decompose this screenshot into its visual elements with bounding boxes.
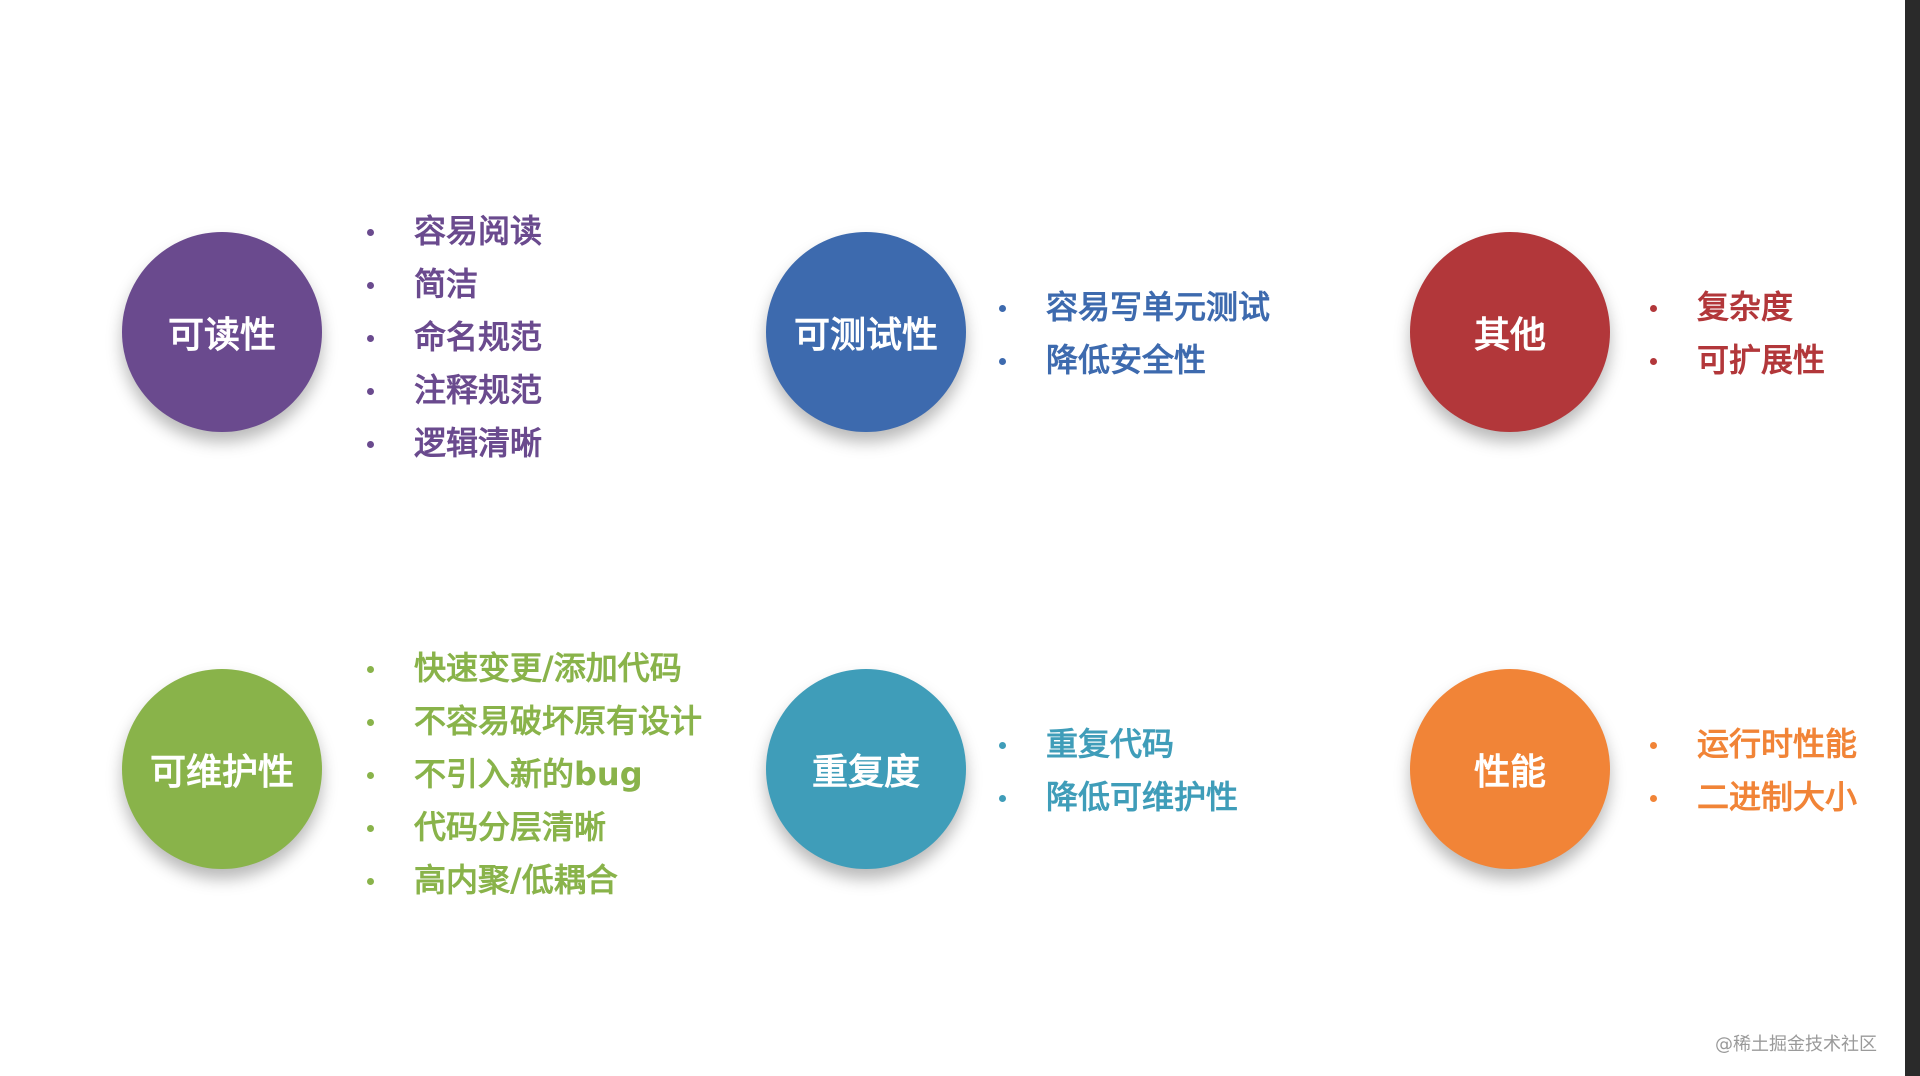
list-item: 命名规范: [367, 311, 542, 364]
other-circle: 其他: [1410, 232, 1610, 432]
testability-circle: 可测试性: [766, 232, 966, 432]
group-duplication: 重复度 重复代码 降低可维护性: [766, 669, 1366, 929]
list-item: 代码分层清晰: [367, 801, 702, 854]
list-item: 可扩展性: [1650, 334, 1825, 387]
maintainability-title: 可维护性: [149, 752, 294, 793]
list-item: 复杂度: [1650, 281, 1825, 334]
duplication-circle: 重复度: [766, 669, 966, 869]
list-item: 运行时性能: [1650, 718, 1857, 771]
list-item: 容易写单元测试: [999, 281, 1270, 334]
group-readability: 可读性 容易阅读 简洁 命名规范 注释规范 逻辑清晰: [122, 212, 722, 492]
performance-list: 运行时性能 二进制大小: [1650, 718, 1857, 824]
group-performance: 性能 运行时性能 二进制大小: [1410, 669, 1920, 929]
readability-circle: 可读性: [122, 232, 322, 432]
list-item: 降低可维护性: [999, 771, 1238, 824]
right-edge-bar: [1905, 0, 1920, 1076]
list-item: 降低安全性: [999, 334, 1270, 387]
group-testability: 可测试性 容易写单元测试 降低安全性: [766, 232, 1366, 492]
other-list: 复杂度 可扩展性: [1650, 281, 1825, 387]
testability-list: 容易写单元测试 降低安全性: [999, 281, 1270, 387]
list-item: 快速变更/添加代码: [367, 642, 702, 695]
group-other: 其他 复杂度 可扩展性: [1410, 232, 1920, 492]
list-item: 简洁: [367, 258, 542, 311]
list-item: 不引入新的bug: [367, 748, 702, 801]
maintainability-circle: 可维护性: [122, 669, 322, 869]
performance-title: 性能: [1473, 752, 1546, 793]
readability-title: 可读性: [167, 315, 276, 356]
testability-title: 可测试性: [793, 315, 938, 356]
duplication-title: 重复度: [811, 752, 920, 793]
watermark: @稀土掘金技术社区: [1715, 1034, 1877, 1055]
readability-list: 容易阅读 简洁 命名规范 注释规范 逻辑清晰: [367, 205, 542, 470]
list-item: 容易阅读: [367, 205, 542, 258]
duplication-list: 重复代码 降低可维护性: [999, 718, 1238, 824]
list-item: 逻辑清晰: [367, 417, 542, 470]
other-title: 其他: [1473, 315, 1546, 356]
maintainability-list: 快速变更/添加代码 不容易破坏原有设计 不引入新的bug 代码分层清晰 高内聚/…: [367, 642, 702, 907]
list-item: 不容易破坏原有设计: [367, 695, 702, 748]
performance-circle: 性能: [1410, 669, 1610, 869]
list-item: 重复代码: [999, 718, 1238, 771]
group-maintainability: 可维护性 快速变更/添加代码 不容易破坏原有设计 不引入新的bug 代码分层清晰…: [122, 649, 722, 929]
list-item: 二进制大小: [1650, 771, 1857, 824]
list-item: 高内聚/低耦合: [367, 854, 702, 907]
list-item: 注释规范: [367, 364, 542, 417]
